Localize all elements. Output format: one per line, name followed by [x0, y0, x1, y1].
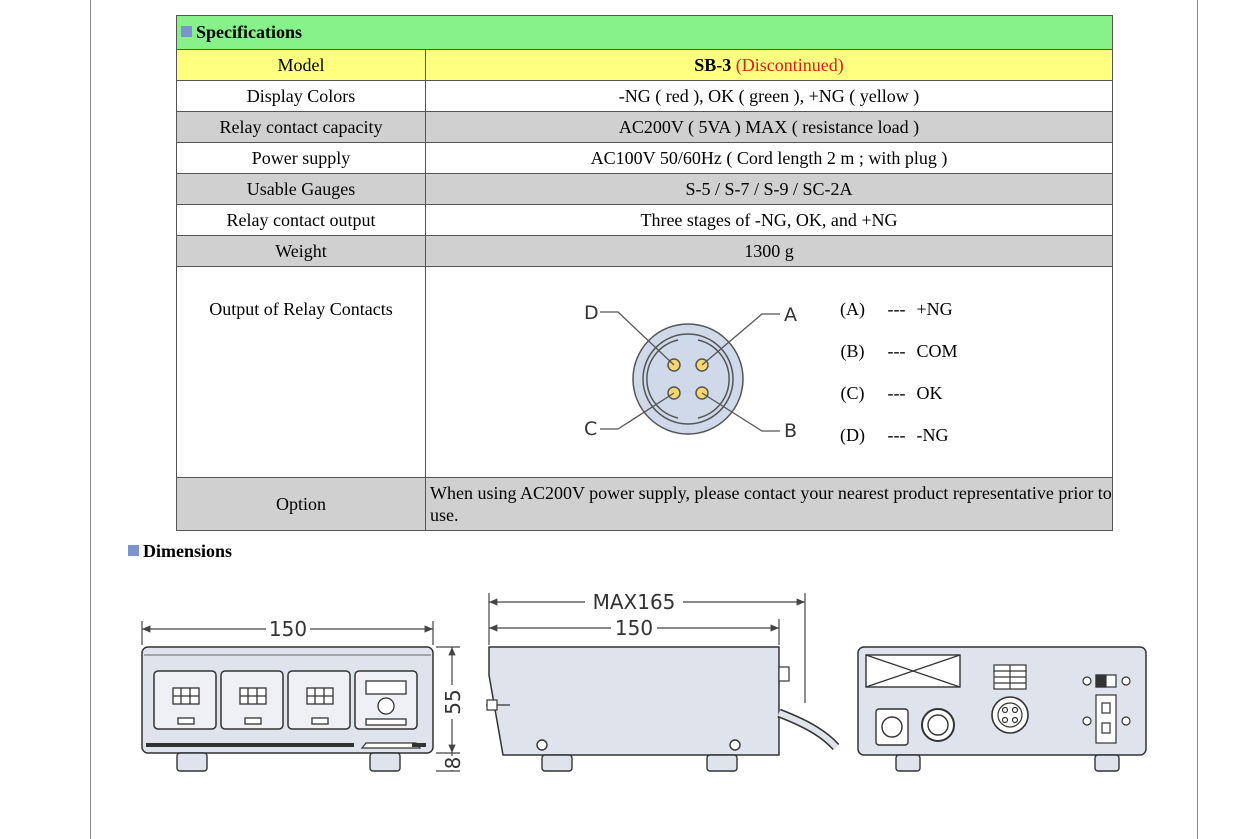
row-value: S-5 / S-7 / S-9 / SC-2A: [425, 173, 1113, 205]
row-label: Display Colors: [176, 80, 426, 112]
row-value: -NG ( red ), OK ( green ), +NG ( yellow …: [425, 80, 1113, 112]
dimensions-heading: Dimensions: [128, 541, 232, 562]
row-label: Relay contact capacity: [176, 111, 426, 143]
row-value: 1300 g: [425, 235, 1113, 267]
leader-line-d: [600, 311, 675, 366]
foot-height-label: 8: [441, 757, 465, 770]
row-value: AC200V ( 5VA ) MAX ( resistance load ): [425, 111, 1113, 143]
relay-contacts-cell: D A C B: [425, 266, 1113, 478]
connector-inner-ring: [642, 333, 735, 425]
model-status: (Discontinued): [735, 54, 844, 75]
connector-key-right: [698, 339, 731, 419]
connector-label-a: A: [784, 304, 797, 326]
spec-row-option: Option When using AC200V power supply, p…: [176, 477, 1113, 531]
connector-key-left: [646, 339, 679, 419]
spec-title-row: Specifications: [176, 15, 1113, 50]
leader-line-c: [600, 392, 675, 430]
connector-diagram: D A C B: [584, 302, 797, 442]
spec-row-relay-output: Relay contact output Three stages of -NG…: [176, 204, 1113, 236]
side-max-label: MAX165: [593, 590, 676, 614]
specifications-table: Specifications Model SB-3 (Discontinued)…: [176, 15, 1113, 531]
front-height-label: 55: [441, 689, 465, 714]
legend-row: (A)---+NG: [839, 298, 953, 319]
relay-contacts-wrap: D A C B: [426, 283, 1112, 461]
spec-title: Specifications: [176, 15, 1113, 50]
legend-row: (D)----NG: [839, 424, 949, 445]
spec-row-power-supply: Power supply AC100V 50/60Hz ( Cord lengt…: [176, 142, 1113, 174]
front-width-label: 150: [269, 617, 307, 641]
row-label: Usable Gauges: [176, 173, 426, 205]
model-row: Model SB-3 (Discontinued): [176, 49, 1113, 81]
spec-row-weight: Weight 1300 g: [176, 235, 1113, 267]
spec-row-display-colors: Display Colors -NG ( red ), OK ( green )…: [176, 80, 1113, 112]
row-label: Relay contact output: [176, 204, 426, 236]
row-label: Weight: [176, 235, 426, 267]
model-label: Model: [176, 49, 426, 81]
spec-row-relay-capacity: Relay contact capacity AC200V ( 5VA ) MA…: [176, 111, 1113, 143]
connector-label-d: D: [584, 302, 599, 324]
row-label: Output of Relay Contacts: [176, 266, 426, 478]
side-width-label: 150: [615, 616, 653, 640]
bullet-square-icon: [128, 545, 139, 556]
page-frame: [90, 0, 1198, 839]
model-name: SB-3: [694, 54, 732, 75]
leader-line-a: [702, 313, 781, 366]
model-value: SB-3 (Discontinued): [425, 49, 1113, 81]
leader-line-b: [702, 392, 781, 432]
contacts-legend: (A)---+NG (B)---COM (C)---OK (D)----NG: [828, 288, 958, 456]
side-view-drawing: MAX165 150: [486, 590, 840, 772]
spec-row-usable-gauges: Usable Gauges S-5 / S-7 / S-9 / SC-2A: [176, 173, 1113, 205]
spec-row-relay-contacts: Output of Relay Contacts D A C B: [176, 266, 1113, 478]
legend-row: (C)---OK: [840, 382, 943, 403]
connector-label-c: C: [584, 418, 597, 440]
legend-row: (B)---COM: [840, 340, 958, 361]
bullet-square-icon: [181, 26, 192, 37]
row-value: Three stages of -NG, OK, and +NG: [425, 204, 1113, 236]
connector-label-b: B: [784, 420, 797, 442]
front-view-drawing: 150: [141, 617, 465, 772]
row-label: Option: [176, 477, 426, 531]
row-value: When using AC200V power supply, please c…: [425, 477, 1113, 531]
dimension-drawings: 150: [141, 590, 1147, 772]
row-value: AC100V 50/60Hz ( Cord length 2 m ; with …: [425, 142, 1113, 174]
row-label: Power supply: [176, 142, 426, 174]
connector-body: [632, 323, 745, 435]
rear-view-drawing: [857, 646, 1147, 772]
